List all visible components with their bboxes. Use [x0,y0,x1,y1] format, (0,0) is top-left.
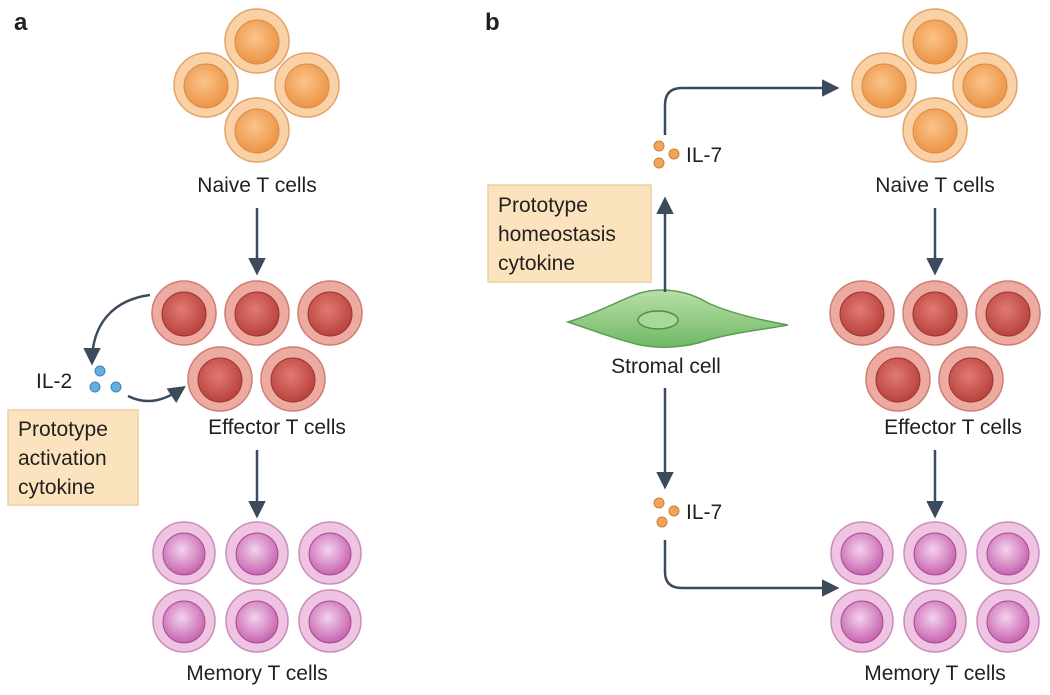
effector-t-cell [151,280,217,346]
memory-t-cell [152,521,216,585]
arrow-il2-to-effector [127,386,186,404]
effector-t-cell [902,280,968,346]
panel-b-effector-cells [829,280,1041,412]
naive-t-cell [902,8,968,74]
panel-a-naive-label: Naive T cells [197,174,316,197]
il7-top-dots [653,140,680,169]
activation-cytokine-box: Prototype activation cytokine [7,409,139,506]
naive-t-cell [952,52,1018,118]
il7-bottom-dots [653,497,680,528]
memory-t-cell [152,589,216,653]
panel-b: Naive T cells Effector T cells Memory T … [487,8,1041,685]
effector-t-cell [187,346,253,412]
arrow-il7-to-memory [663,540,840,597]
memory-t-cell [903,589,967,653]
memory-t-cell [903,521,967,585]
stromal-cell-label: Stromal cell [611,355,721,378]
homeostasis-cytokine-box: Prototype homeostasis cytokine [487,184,652,283]
panel-a-naive-cells [173,8,340,163]
memory-t-cell [976,589,1040,653]
memory-t-cell [225,589,289,653]
effector-t-cell [938,346,1004,412]
panel-b-effector-label: Effector T cells [884,416,1022,439]
panel-b-memory-cells [830,521,1040,653]
naive-t-cell [224,8,290,74]
box-line: Prototype [498,194,588,217]
box-line: homeostasis [498,223,616,246]
il7-bottom-label: IL-7 [686,501,722,524]
naive-t-cell [902,97,968,163]
box-line: activation [18,447,107,470]
effector-t-cell [260,346,326,412]
memory-t-cell [830,521,894,585]
effector-t-cell [224,280,290,346]
il2-dots [89,365,122,393]
memory-t-cell [298,521,362,585]
panel-b-naive-label: Naive T cells [875,174,994,197]
panel-b-memory-label: Memory T cells [864,662,1006,685]
box-line: cytokine [18,476,95,499]
naive-t-cell [173,52,239,118]
memory-t-cell [225,521,289,585]
effector-t-cell [829,280,895,346]
effector-t-cell [297,280,363,346]
arrow-effector-to-il2 [83,293,151,366]
memory-t-cell [976,521,1040,585]
panel-a-memory-label: Memory T cells [186,662,328,685]
memory-t-cell [830,589,894,653]
naive-t-cell [224,97,290,163]
panel-a-effector-cells [151,280,363,412]
panel-a: Naive T cells Effector T cells IL-2 Prot… [7,8,363,685]
box-line: Prototype [18,418,108,441]
naive-t-cell [274,52,340,118]
stromal-cell [565,289,789,348]
memory-t-cell [298,589,362,653]
panel-a-letter: a [14,9,28,36]
naive-t-cell [851,52,917,118]
panel-a-memory-cells [152,521,362,653]
panel-a-effector-label: Effector T cells [208,416,346,439]
box-line: cytokine [498,252,575,275]
il7-top-label: IL-7 [686,144,722,167]
arrow-il7-to-naive [663,79,840,135]
il2-label: IL-2 [36,370,72,393]
effector-t-cell [865,346,931,412]
panel-b-naive-cells [851,8,1018,163]
effector-t-cell [975,280,1041,346]
panel-b-letter: b [485,9,500,36]
